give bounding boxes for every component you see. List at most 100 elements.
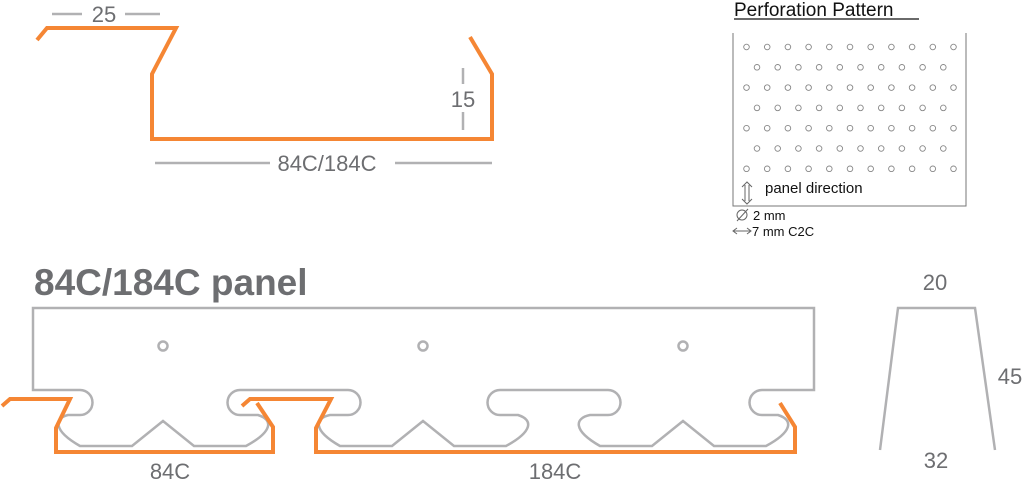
perforation-hole [846, 165, 854, 173]
perforation-hole [805, 84, 812, 91]
panel-direction-label: panel direction [765, 180, 863, 197]
perforation-hole [774, 145, 781, 152]
perforation-hole [836, 145, 844, 152]
perforation-hole [836, 104, 844, 112]
perforation-hole [919, 64, 926, 71]
perforation-hole [940, 104, 947, 112]
perforation-hole [867, 43, 874, 51]
perforation-hole [846, 43, 854, 51]
panel-direction-arrow-icon [741, 181, 753, 205]
perforation-hole [950, 43, 957, 51]
diameter-icon [736, 208, 749, 222]
perforation-hole [763, 124, 771, 132]
perforation-dots [743, 43, 957, 173]
spacing-arrow-icon [732, 227, 752, 235]
perforation-hole [908, 43, 916, 51]
perforation-hole [805, 43, 812, 51]
perforation-hole [743, 84, 750, 91]
perforation-hole [867, 165, 874, 173]
mount-hole [677, 340, 689, 352]
perforation-hole [753, 104, 761, 112]
profile-outline [35, 26, 494, 141]
perforation-hole [846, 84, 854, 91]
perforation-hole [784, 84, 792, 91]
perforation-hole [919, 104, 926, 112]
perforation-hole [784, 43, 792, 51]
perforation-hole [857, 145, 864, 152]
perforation-hole [940, 64, 947, 71]
perforation-hole [888, 43, 895, 51]
dim-top-label: 25 [92, 2, 116, 27]
perforation-hole [950, 84, 957, 91]
section-side-label: 45 [998, 364, 1022, 389]
perforation-box [732, 33, 967, 207]
perforation-hole [795, 64, 802, 71]
perforation-hole [815, 64, 823, 71]
perforation-hole [857, 104, 864, 112]
perforation-hole [815, 104, 823, 112]
perforation-hole [898, 145, 906, 152]
perforation-hole [867, 84, 874, 91]
perforation-hole [784, 124, 792, 132]
perforation-hole [857, 64, 864, 71]
perforation-hole [743, 124, 750, 132]
perforation-hole [795, 104, 802, 112]
perforation-hole [795, 145, 802, 152]
section-bottom-label: 32 [924, 448, 948, 473]
perforation-hole [805, 165, 812, 173]
perforation-hole [950, 165, 957, 173]
perforation-hole [908, 84, 916, 91]
perforation-hole [826, 84, 833, 91]
perforation-hole [929, 124, 937, 132]
panel-title: 84C/184C panel [34, 262, 308, 303]
perforation-hole [763, 165, 771, 173]
section-trapezoid [878, 306, 997, 451]
perforation-hole [774, 64, 781, 71]
perforation-hole [929, 43, 937, 51]
perforation-hole [908, 165, 916, 173]
label-84c: 84C [150, 459, 190, 482]
perforation-hole [774, 104, 781, 112]
mount-hole [417, 340, 429, 352]
perforation-hole [877, 145, 885, 152]
perforation-hole [805, 124, 812, 132]
perforation-hole [877, 64, 885, 71]
perforation-hole [940, 145, 947, 152]
perforation-hole [784, 165, 792, 173]
mount-hole [157, 340, 169, 352]
perforation-hole [826, 124, 833, 132]
perforation-hole [815, 145, 823, 152]
perforation-hole [950, 124, 957, 132]
perforation-hole [888, 165, 895, 173]
spacing-label: 7 mm C2C [752, 224, 814, 239]
profile-184c [240, 397, 797, 454]
perforation-hole [898, 64, 906, 71]
perforation-hole [888, 124, 895, 132]
perforation-hole [929, 84, 937, 91]
label-184c: 184C [529, 459, 582, 482]
perforation-hole [898, 104, 906, 112]
section-top-label: 20 [923, 270, 947, 295]
perforation-hole [763, 43, 771, 51]
perforation-hole [743, 165, 750, 173]
perforation-hole [836, 64, 844, 71]
perforation-hole [753, 145, 761, 152]
perforation-hole [846, 124, 854, 132]
perforation-hole [929, 165, 937, 173]
perforation-hole [826, 165, 833, 173]
perforation-hole [888, 84, 895, 91]
perforation-hole [877, 104, 885, 112]
perforation-hole [826, 43, 833, 51]
dim-side-label: 15 [451, 87, 475, 112]
dim-bottom-label: 84C/184C [277, 151, 376, 176]
perforation-title: Perforation Pattern [734, 0, 893, 21]
profile-84c [0, 397, 275, 454]
diameter-label: 2 mm [753, 208, 786, 223]
perforation-hole [753, 64, 761, 71]
perforation-hole [763, 84, 771, 91]
panel-outline [31, 306, 816, 448]
perforation-hole [867, 124, 874, 132]
perforation-hole [743, 43, 750, 51]
perforation-hole [908, 124, 916, 132]
